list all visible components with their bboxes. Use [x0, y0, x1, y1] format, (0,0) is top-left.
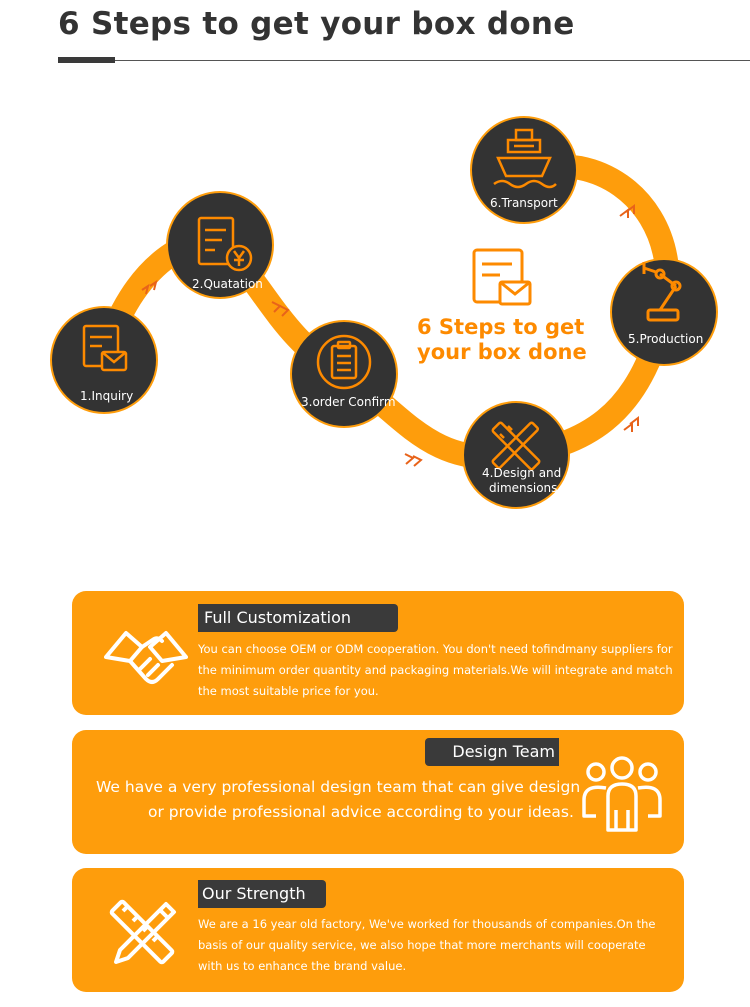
step-transport: 6.Transport: [470, 116, 578, 224]
card-title-our-strength: Our Strength: [198, 880, 326, 908]
card-design-team: Design Team We have a very professional …: [72, 730, 684, 854]
card-text-design-team-line2: or provide professional advice according…: [148, 803, 574, 821]
center-title-line2: your box done: [417, 340, 587, 364]
card-title-design-team: Design Team: [425, 738, 559, 766]
step-inquiry-label: 1.Inquiry: [80, 389, 133, 403]
center-title-line1: 6 Steps to get: [417, 315, 584, 339]
step-production-label: 5.Production: [628, 332, 703, 346]
step-design-label-line2: dimensions: [489, 481, 557, 495]
page-title: 6 Steps to get your box done: [58, 6, 575, 42]
step-production: 5.Production: [610, 258, 718, 366]
step-quotation: 2.Quatation: [166, 191, 274, 299]
step-design: 4.Design and dimensions: [462, 401, 570, 509]
team-icon: [582, 756, 662, 832]
robot-arm-icon: [642, 262, 682, 322]
step-inquiry: 1.Inquiry: [50, 306, 158, 414]
step-order-confirm: 3.order Confirm: [290, 320, 398, 428]
step-transport-label: 6.Transport: [490, 196, 558, 210]
step-design-label-line1: 4.Design and: [482, 466, 561, 480]
document-yen-icon: [197, 216, 253, 272]
card-text-our-strength: We are a 16 year old factory, We've work…: [198, 917, 656, 973]
steps-diagram: 6 Steps to get your box done 1.Inquiry 2…: [50, 116, 718, 509]
handshake-icon: [104, 631, 188, 684]
card-text-design-team-line1: We have a very professional design team …: [96, 778, 581, 796]
title-divider: [115, 60, 750, 61]
track-chevrons: [141, 204, 639, 467]
step-quotation-label: 2.Quatation: [192, 277, 263, 291]
step-order-confirm-label: 3.order Confirm: [301, 395, 396, 409]
center-document-mail-icon: [472, 248, 532, 306]
card-our-strength: Our Strength We are a 16 year old factor…: [72, 868, 684, 992]
clipboard-list-icon: [316, 334, 372, 390]
ruler-pencil-icon: [491, 421, 541, 471]
card-text-full-customization: You can choose OEM or ODM cooperation. Y…: [198, 642, 673, 698]
title-divider-accent: [58, 57, 115, 63]
document-mail-icon: [82, 324, 128, 372]
card-title-full-customization: Full Customization: [198, 604, 398, 632]
ruler-pencil-icon: [109, 899, 176, 965]
ship-icon: [493, 128, 557, 189]
card-full-customization: Full Customization You can choose OEM or…: [72, 591, 684, 715]
